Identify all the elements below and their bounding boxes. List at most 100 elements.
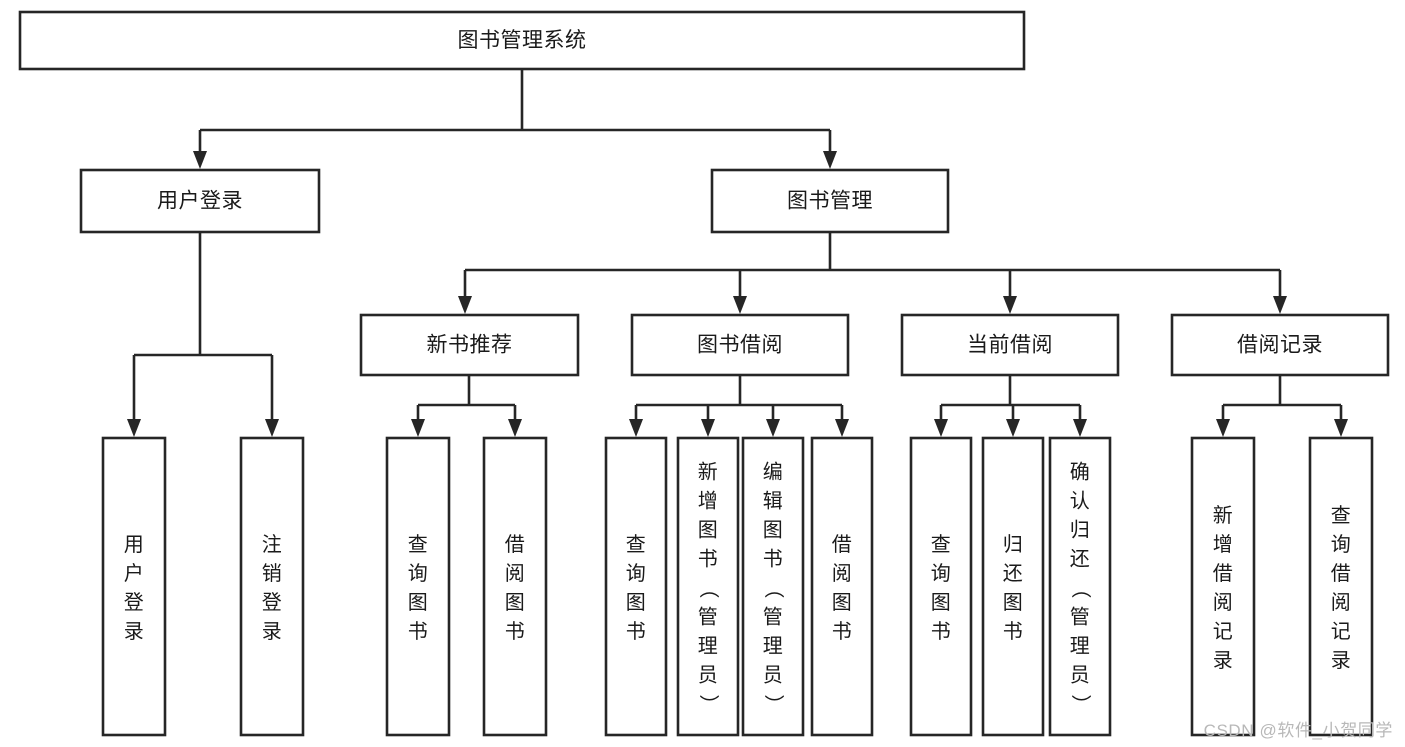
node-label-char: 理 [1070, 636, 1091, 658]
node-label-char: 阅 [1331, 591, 1352, 614]
node-label-char: 询 [1331, 533, 1352, 556]
node-label: 用户登录 [157, 190, 243, 213]
node-label-char: 图 [763, 520, 784, 542]
node-level3-0[interactable]: 新书推荐 [359, 313, 580, 377]
node-level3-3[interactable]: 借阅记录 [1170, 313, 1390, 377]
arrow-head-icon [701, 419, 715, 437]
node-label-char: 注 [262, 533, 283, 556]
node-root-0[interactable]: 图书管理系统 [18, 10, 1026, 71]
node-box[interactable] [630, 313, 850, 377]
node-box[interactable] [18, 10, 1026, 71]
node-label-char: 阅 [1213, 591, 1234, 614]
node-label: 当前借阅 [967, 334, 1053, 357]
node-label-char: 查 [1331, 504, 1352, 527]
node-label-char: 归 [1070, 519, 1091, 542]
node-label-char: 录 [1331, 650, 1352, 672]
arrow-head-icon [1073, 419, 1087, 437]
node-label-char: 查 [408, 533, 429, 556]
node-box[interactable] [741, 436, 805, 737]
node-label-char: 新 [698, 461, 719, 484]
connector-group-login-to-leaves [127, 232, 279, 437]
node-box[interactable] [482, 436, 548, 737]
node-box[interactable] [604, 436, 668, 737]
node-box[interactable] [385, 436, 451, 737]
node-label-char: 销 [262, 562, 283, 585]
node-label-char: 书 [626, 620, 647, 643]
arrow-head-icon [193, 151, 207, 169]
node-label-char: 借 [1213, 562, 1234, 585]
node-label-char: 阅 [832, 562, 853, 585]
node-level3-2[interactable]: 当前借阅 [900, 313, 1120, 377]
arrow-head-icon [1334, 419, 1348, 437]
arrow-head-icon [1006, 419, 1020, 437]
node-label-char: （ [1069, 578, 1092, 599]
node-box[interactable] [239, 436, 305, 737]
node-label-char: 认 [1070, 490, 1091, 513]
node-label-char: 管 [763, 606, 784, 629]
node-label-char: （ [762, 578, 785, 599]
node-label-char: 理 [698, 636, 719, 658]
connector-group-newbook-to-leaves [411, 375, 522, 437]
node-box[interactable] [1170, 313, 1390, 377]
node-box[interactable] [359, 313, 580, 377]
node-box[interactable] [1048, 436, 1112, 737]
node-label-char: 还 [1003, 562, 1024, 585]
node-box[interactable] [710, 168, 950, 234]
node-box[interactable] [810, 436, 874, 737]
node-label-char: 确 [1070, 461, 1091, 484]
node-label-char: 查 [931, 533, 952, 556]
node-label: 新书推荐 [427, 334, 513, 357]
node-box[interactable] [909, 436, 973, 737]
node-level2-1[interactable]: 图书管理 [710, 168, 950, 234]
node-label-char: 图 [931, 592, 952, 614]
node-label-char: 归 [1003, 533, 1024, 556]
node-label: 借阅记录 [1237, 334, 1323, 357]
node-label-char: 录 [124, 621, 145, 643]
arrow-head-icon [835, 419, 849, 437]
node-box[interactable] [981, 436, 1045, 737]
node-label-char: 编 [763, 461, 784, 484]
node-box[interactable] [101, 436, 167, 737]
connector-group-borrow-to-leaves [629, 375, 849, 437]
node-box[interactable] [79, 168, 321, 234]
node-box[interactable] [900, 313, 1120, 377]
arrow-head-icon [265, 419, 279, 437]
node-level3-1[interactable]: 图书借阅 [630, 313, 850, 377]
node-label-char: ） [762, 694, 785, 715]
node-label-char: 查 [626, 533, 647, 556]
node-leaf-0[interactable]: 用户登录 [101, 436, 167, 737]
node-level2-0[interactable]: 用户登录 [79, 168, 321, 234]
node-box[interactable] [1190, 436, 1256, 737]
node-label-char: 图 [1003, 592, 1024, 614]
node-label-char: 记 [1331, 620, 1352, 643]
node-label-char: 员 [1070, 665, 1091, 687]
node-label-char: 员 [763, 665, 784, 687]
node-label-char: 图 [505, 592, 526, 614]
node-label-char: 书 [698, 548, 719, 571]
node-label-char: 借 [1331, 562, 1352, 585]
arrow-head-icon [127, 419, 141, 437]
node-label-char: 增 [698, 490, 719, 513]
node-label-char: 记 [1213, 620, 1234, 643]
node-label: 图书管理 [787, 190, 873, 213]
node-box[interactable] [1308, 436, 1374, 737]
node-box[interactable] [676, 436, 740, 737]
node-label-char: 登 [262, 591, 283, 614]
node-label-char: 图 [832, 592, 853, 614]
arrow-head-icon [1216, 419, 1230, 437]
node-label-char: 还 [1070, 548, 1091, 571]
node-label-char: （ [697, 578, 720, 599]
